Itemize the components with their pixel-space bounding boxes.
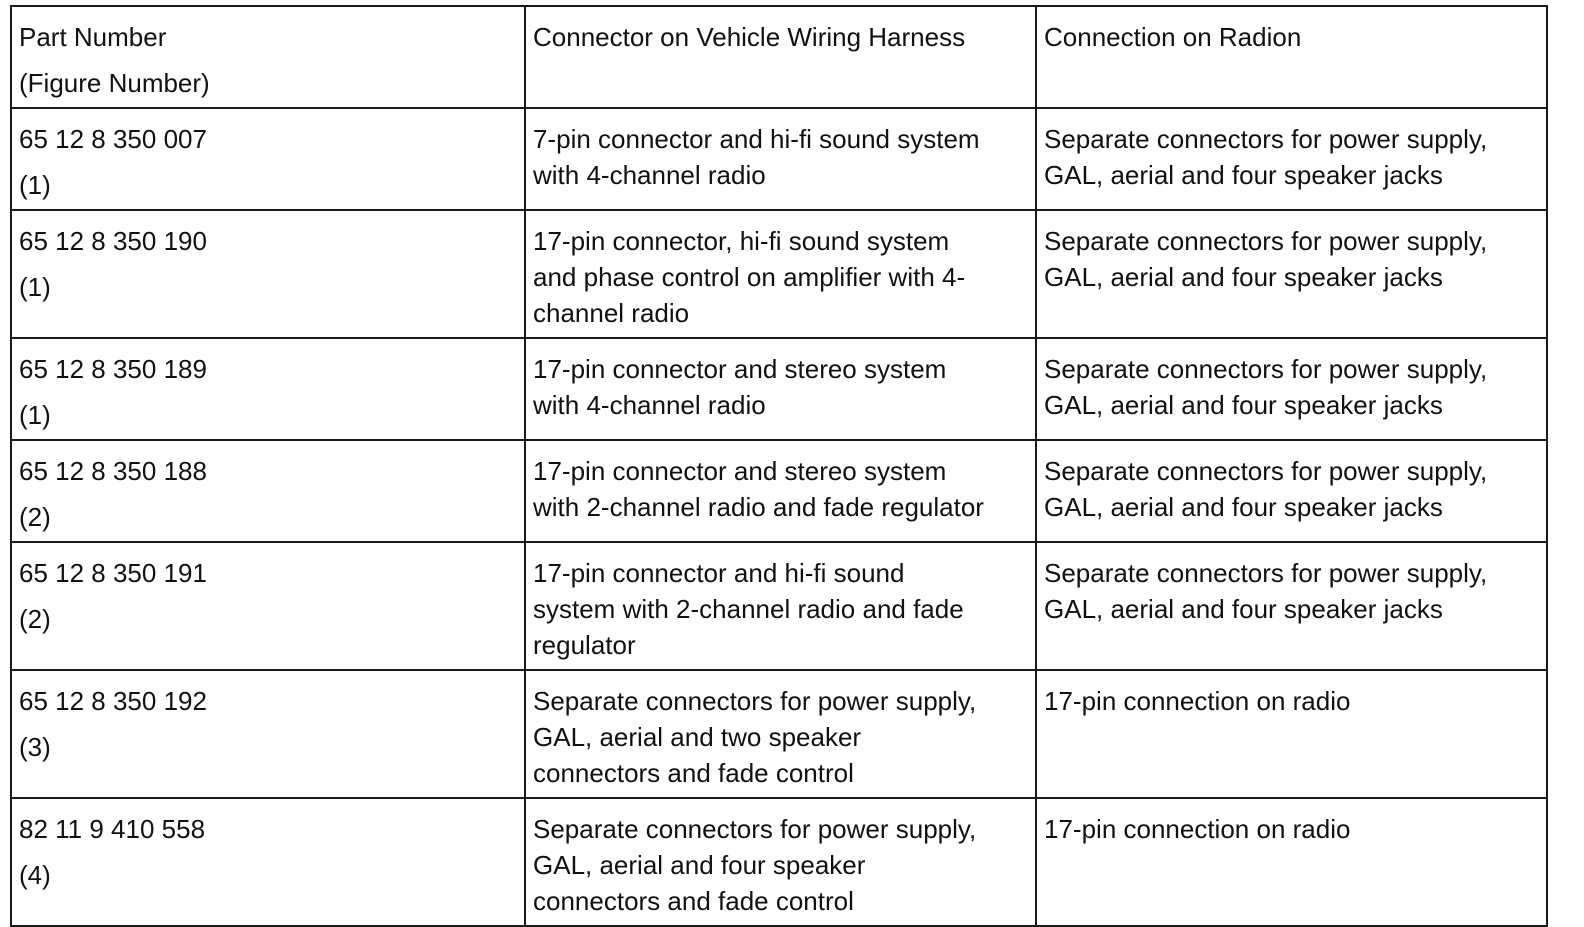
figure-number: (1) — [19, 400, 51, 430]
parts-table: Part Number (Figure Number) Connector on … — [10, 5, 1548, 927]
header-part-number-label: Part Number — [19, 22, 167, 52]
figure-number: (1) — [19, 170, 51, 200]
part-number: 65 12 8 350 191 — [19, 558, 207, 588]
connection-cell: 17-pin connection on radio — [1035, 669, 1548, 799]
part-number-cell: 65 12 8 350 190 (1) — [10, 209, 526, 339]
connection-cell: Separate connectors for power supply, GA… — [1035, 337, 1548, 441]
table-row: 65 12 8 350 007 (1) 7-pin connector and h… — [10, 107, 1548, 211]
header-connector: Connector on Vehicle Wiring Harness — [524, 5, 1037, 109]
table-row: 82 11 9 410 558 (4) Separate connectors f… — [10, 797, 1548, 927]
table-row: 65 12 8 350 191 (2) 17-pin connector and … — [10, 541, 1548, 671]
header-connection: Connection on Radion — [1035, 5, 1548, 109]
part-number: 82 11 9 410 558 — [19, 814, 206, 844]
connector-cell: 17-pin connector, hi-fi sound system and… — [524, 209, 1037, 339]
table-row: 65 12 8 350 190 (1) 17-pin connector, hi-… — [10, 209, 1548, 339]
connector-cell: 7-pin connector and hi-fi sound system w… — [524, 107, 1037, 211]
connector-cell: 17-pin connector and hi-fi sound system … — [524, 541, 1037, 671]
connection-cell: Separate connectors for power supply, GA… — [1035, 439, 1548, 543]
connector-cell: Separate connectors for power supply, GA… — [524, 797, 1037, 927]
connection-cell: Separate connectors for power supply, GA… — [1035, 209, 1548, 339]
connector-cell: Separate connectors for power supply, GA… — [524, 669, 1037, 799]
connection-cell: Separate connectors for power supply, GA… — [1035, 107, 1548, 211]
part-number: 65 12 8 350 007 — [19, 124, 207, 154]
part-number-cell: 65 12 8 350 192 (3) — [10, 669, 526, 799]
figure-number: (4) — [19, 860, 51, 890]
part-number-cell: 65 12 8 350 007 (1) — [10, 107, 526, 211]
connector-cell: 17-pin connector and stereo system with … — [524, 439, 1037, 543]
part-number-cell: 82 11 9 410 558 (4) — [10, 797, 526, 927]
part-number-cell: 65 12 8 350 188 (2) — [10, 439, 526, 543]
connection-cell: Separate connectors for power supply, GA… — [1035, 541, 1548, 671]
connection-cell: 17-pin connection on radio — [1035, 797, 1548, 927]
connector-cell: 17-pin connector and stereo system with … — [524, 337, 1037, 441]
header-part-number: Part Number (Figure Number) — [10, 5, 526, 109]
table-row: 65 12 8 350 188 (2) 17-pin connector and … — [10, 439, 1548, 543]
figure-number: (2) — [19, 502, 51, 532]
header-row: Part Number (Figure Number) Connector on … — [10, 5, 1548, 109]
header-figure-number-label: (Figure Number) — [19, 68, 210, 98]
table-row: 65 12 8 350 192 (3) Separate connectors f… — [10, 669, 1548, 799]
part-number: 65 12 8 350 192 — [19, 686, 207, 716]
figure-number: (1) — [19, 272, 51, 302]
part-number: 65 12 8 350 190 — [19, 226, 207, 256]
figure-number: (3) — [19, 732, 51, 762]
table-row: 65 12 8 350 189 (1) 17-pin connector and … — [10, 337, 1548, 441]
figure-number: (2) — [19, 604, 51, 634]
part-number-cell: 65 12 8 350 189 (1) — [10, 337, 526, 441]
part-number-cell: 65 12 8 350 191 (2) — [10, 541, 526, 671]
part-number: 65 12 8 350 189 — [19, 354, 207, 384]
part-number: 65 12 8 350 188 — [19, 456, 207, 486]
